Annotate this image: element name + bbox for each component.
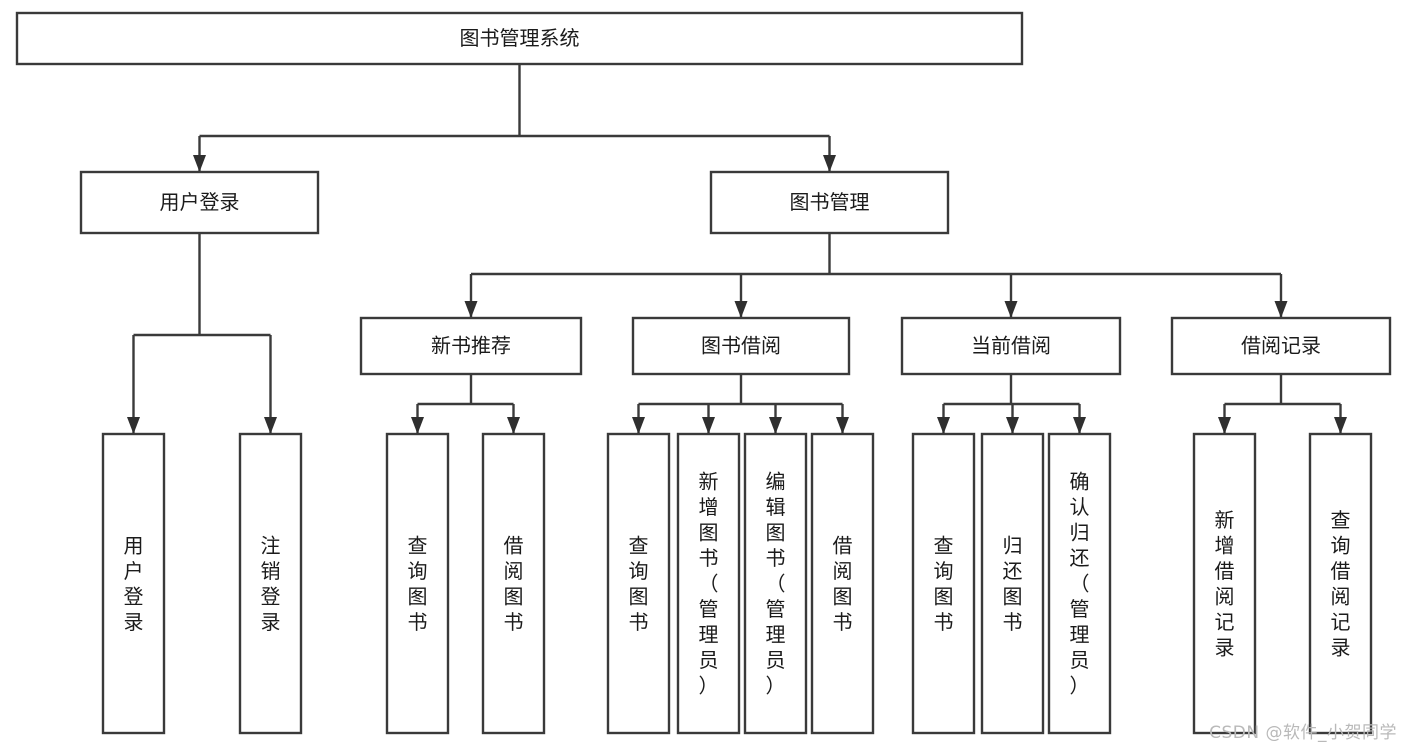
node-label-leaf-query-book-1: 查询图书 bbox=[408, 533, 428, 634]
node-leaf-borrow-book-1[interactable]: 借阅图书 bbox=[481, 432, 546, 735]
node-leaf-query-record[interactable]: 查询借阅记录 bbox=[1308, 432, 1373, 735]
node-label-leaf-query-book-2: 查询图书 bbox=[629, 533, 649, 634]
node-box-borrow-record bbox=[1170, 316, 1392, 376]
node-label-leaf-user-logout: 注销登录 bbox=[261, 533, 281, 634]
node-book-borrow[interactable]: 图书借阅 bbox=[631, 316, 851, 376]
connector-layer bbox=[127, 64, 1347, 434]
arrow-head-icon bbox=[1004, 301, 1018, 318]
node-box-leaf-query-book-2 bbox=[606, 432, 671, 735]
node-user-login[interactable]: 用户登录 bbox=[79, 170, 320, 235]
node-label-current-borrow: 当前借阅 bbox=[971, 334, 1051, 358]
arrow-head-icon bbox=[264, 417, 277, 434]
node-label-leaf-edit-book: 编辑图书（管理员） bbox=[766, 470, 786, 698]
node-borrow-record[interactable]: 借阅记录 bbox=[1170, 316, 1392, 376]
node-label-new-book-recommend: 新书推荐 bbox=[431, 334, 511, 358]
arrow-head-icon bbox=[507, 417, 520, 434]
arrow-head-icon bbox=[1006, 417, 1019, 434]
edge-user-login-to-leaves bbox=[127, 233, 277, 434]
arrow-head-icon bbox=[1274, 301, 1288, 318]
node-label-book-manage: 图书管理 bbox=[790, 190, 870, 214]
node-box-leaf-user-logout bbox=[238, 432, 303, 735]
arrow-head-icon bbox=[1334, 417, 1347, 434]
arrow-head-icon bbox=[769, 417, 782, 434]
node-box-book-borrow bbox=[631, 316, 851, 376]
node-label-leaf-borrow-book-2: 借阅图书 bbox=[833, 533, 853, 634]
node-box-current-borrow bbox=[900, 316, 1122, 376]
edge-root-to-level1 bbox=[193, 64, 836, 172]
node-box-leaf-return-book bbox=[980, 432, 1045, 735]
arrow-head-icon bbox=[937, 417, 950, 434]
edge-book-manage-to-level2 bbox=[464, 233, 1288, 318]
node-box-leaf-add-book bbox=[676, 432, 741, 735]
node-label-leaf-return-book: 归还图书 bbox=[1003, 533, 1023, 634]
node-leaf-user-login[interactable]: 用户登录 bbox=[101, 432, 166, 735]
node-leaf-return-book[interactable]: 归还图书 bbox=[980, 432, 1045, 735]
node-leaf-confirm-return[interactable]: 确认归还（管理员） bbox=[1047, 432, 1112, 735]
node-leaf-add-record[interactable]: 新增借阅记录 bbox=[1192, 432, 1257, 735]
node-box-leaf-user-login bbox=[101, 432, 166, 735]
node-box-user-login bbox=[79, 170, 320, 235]
node-label-borrow-record: 借阅记录 bbox=[1241, 334, 1321, 358]
node-book-manage[interactable]: 图书管理 bbox=[709, 170, 950, 235]
node-label-leaf-add-book: 新增图书（管理员） bbox=[699, 470, 719, 698]
arrow-head-icon bbox=[823, 155, 836, 172]
node-leaf-user-logout[interactable]: 注销登录 bbox=[238, 432, 303, 735]
node-box-leaf-query-book-3 bbox=[911, 432, 976, 735]
node-leaf-edit-book[interactable]: 编辑图书（管理员） bbox=[743, 432, 808, 735]
node-label-leaf-add-record: 新增借阅记录 bbox=[1215, 508, 1235, 660]
edge-new-book-to-leaves bbox=[411, 374, 520, 434]
node-label-user-login: 用户登录 bbox=[160, 190, 240, 214]
edge-book-borrow-to-leaves bbox=[632, 374, 849, 434]
node-box-leaf-add-record bbox=[1192, 432, 1257, 735]
node-root[interactable]: 图书管理系统 bbox=[15, 11, 1024, 66]
node-new-book-recommend[interactable]: 新书推荐 bbox=[359, 316, 583, 376]
node-leaf-query-book-3[interactable]: 查询图书 bbox=[911, 432, 976, 735]
node-label-leaf-confirm-return: 确认归还（管理员） bbox=[1070, 470, 1090, 698]
node-label-leaf-user-login: 用户登录 bbox=[124, 533, 144, 634]
arrow-head-icon bbox=[632, 417, 645, 434]
node-label-leaf-query-book-3: 查询图书 bbox=[934, 533, 954, 634]
arrow-head-icon bbox=[1073, 417, 1086, 434]
node-current-borrow[interactable]: 当前借阅 bbox=[900, 316, 1122, 376]
arrow-head-icon bbox=[734, 301, 748, 318]
arrow-head-icon bbox=[127, 417, 140, 434]
node-leaf-query-book-1[interactable]: 查询图书 bbox=[385, 432, 450, 735]
node-leaf-query-book-2[interactable]: 查询图书 bbox=[606, 432, 671, 735]
node-leaf-add-book[interactable]: 新增图书（管理员） bbox=[676, 432, 741, 735]
node-box-leaf-edit-book bbox=[743, 432, 808, 735]
node-box-new-book-recommend bbox=[359, 316, 583, 376]
node-label-leaf-borrow-book-1: 借阅图书 bbox=[504, 533, 524, 634]
arrow-head-icon bbox=[702, 417, 715, 434]
arrow-head-icon bbox=[193, 155, 206, 172]
node-box-book-manage bbox=[709, 170, 950, 235]
arrow-head-icon bbox=[836, 417, 849, 434]
arrow-head-icon bbox=[464, 301, 478, 318]
node-leaf-borrow-book-2[interactable]: 借阅图书 bbox=[810, 432, 875, 735]
node-label-root: 图书管理系统 bbox=[460, 26, 580, 50]
edge-current-borrow-to-leaves bbox=[937, 374, 1086, 434]
node-layer: 图书管理系统用户登录图书管理新书推荐图书借阅当前借阅借阅记录用户登录注销登录查询… bbox=[15, 11, 1392, 735]
node-box-leaf-query-book-1 bbox=[385, 432, 450, 735]
node-label-leaf-query-record: 查询借阅记录 bbox=[1331, 508, 1351, 660]
node-box-leaf-borrow-book-2 bbox=[810, 432, 875, 735]
arrow-head-icon bbox=[1218, 417, 1231, 434]
edge-borrow-record-to-leaves bbox=[1218, 374, 1347, 434]
node-label-book-borrow: 图书借阅 bbox=[701, 334, 781, 358]
node-box-leaf-borrow-book-1 bbox=[481, 432, 546, 735]
arrow-head-icon bbox=[411, 417, 424, 434]
node-box-leaf-confirm-return bbox=[1047, 432, 1112, 735]
node-box-leaf-query-record bbox=[1308, 432, 1373, 735]
node-box-root bbox=[15, 11, 1024, 66]
